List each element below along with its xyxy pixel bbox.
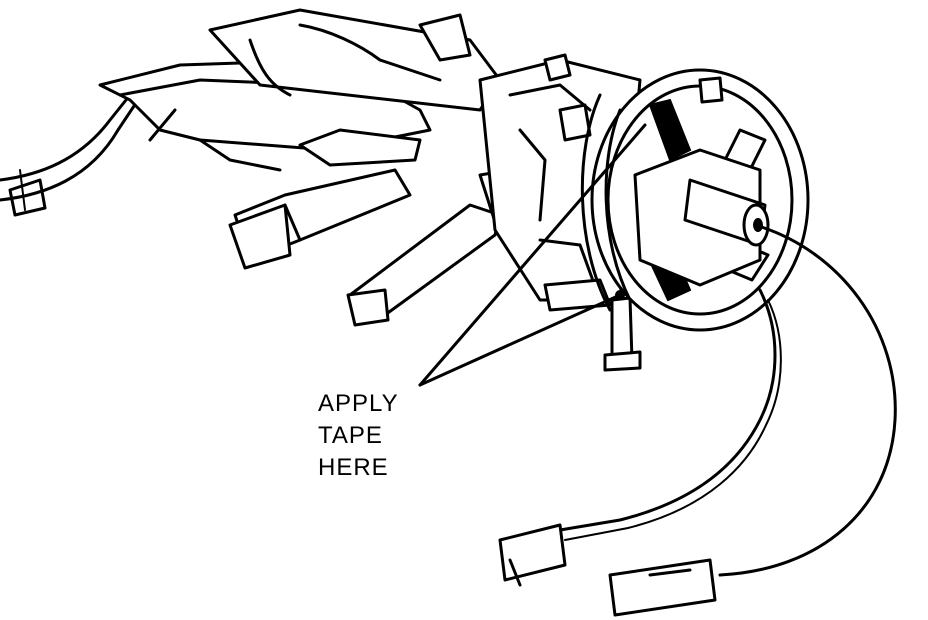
- column-jacket: [208, 8, 502, 112]
- harness-wire-short: [498, 288, 782, 587]
- callout-leaders: [418, 123, 647, 387]
- callout-line-1: APPLY: [318, 390, 399, 417]
- left-wire-harness: [0, 93, 140, 217]
- callout-line-2: TAPE: [318, 422, 383, 449]
- turn-signal-lever: [228, 168, 412, 270]
- switch-wheel: [580, 68, 810, 332]
- harness-wire-long: [608, 223, 897, 617]
- apply-tape-callout: APPLY TAPE HERE: [318, 388, 399, 484]
- lower-stud: [603, 296, 642, 372]
- callout-line-3: HERE: [318, 454, 389, 481]
